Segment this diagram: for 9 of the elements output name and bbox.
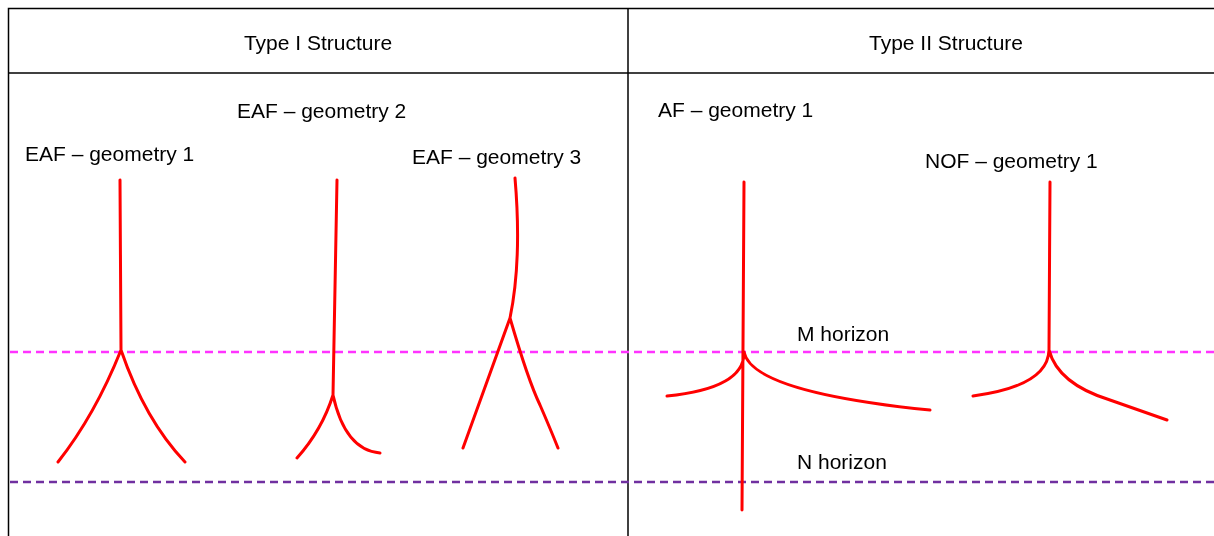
fault-label: EAF – geometry 3 xyxy=(412,145,582,169)
horizon-label: M horizon xyxy=(797,322,890,346)
horizon-label: N horizon xyxy=(797,450,887,474)
fault-label: EAF – geometry 1 xyxy=(25,142,195,166)
fault-label: AF – geometry 1 xyxy=(658,98,814,122)
column-header: Type II Structure xyxy=(868,31,1024,55)
fault-label: NOF – geometry 1 xyxy=(925,149,1098,173)
column-header: Type I Structure xyxy=(243,31,393,55)
fault-label: EAF – geometry 2 xyxy=(237,99,407,123)
